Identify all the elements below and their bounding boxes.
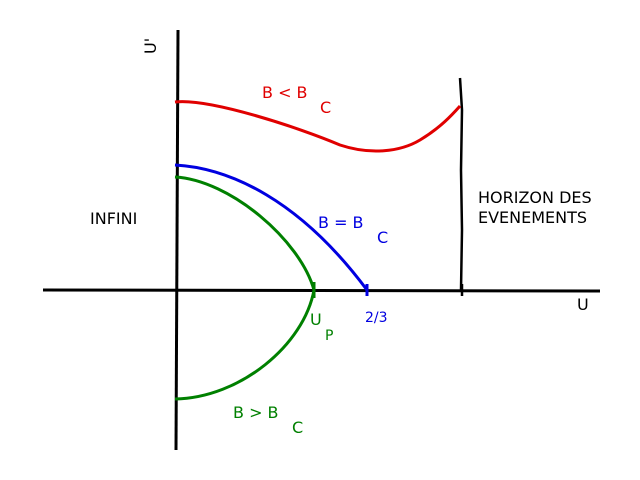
green-curve-label: B > B	[233, 403, 279, 422]
red-curve-label-sub: C	[320, 98, 331, 117]
two-thirds-label: 2/3	[365, 310, 388, 326]
horizon-label-line2: EVENEMENTS	[478, 208, 587, 227]
up-tick-label: U	[310, 310, 322, 329]
green-curve-label-sub: C	[292, 418, 303, 437]
x-axis	[42, 288, 601, 293]
red-curve	[174, 100, 462, 153]
blue-curve-label: B = B	[318, 213, 364, 232]
infini-label: INFINI	[90, 209, 137, 228]
event-horizon-line	[458, 77, 464, 291]
y-axis-label: U'	[141, 38, 160, 54]
y-axis	[174, 29, 180, 451]
x-axis-label: U	[577, 295, 589, 314]
red-curve-label: B < B	[262, 83, 308, 102]
horizon-label-line1: HORIZON DES	[478, 188, 592, 207]
up-tick-label-sub: P	[325, 328, 333, 344]
blue-curve	[174, 163, 369, 291]
green-curve	[174, 175, 316, 401]
blue-curve-label-sub: C	[377, 228, 388, 247]
